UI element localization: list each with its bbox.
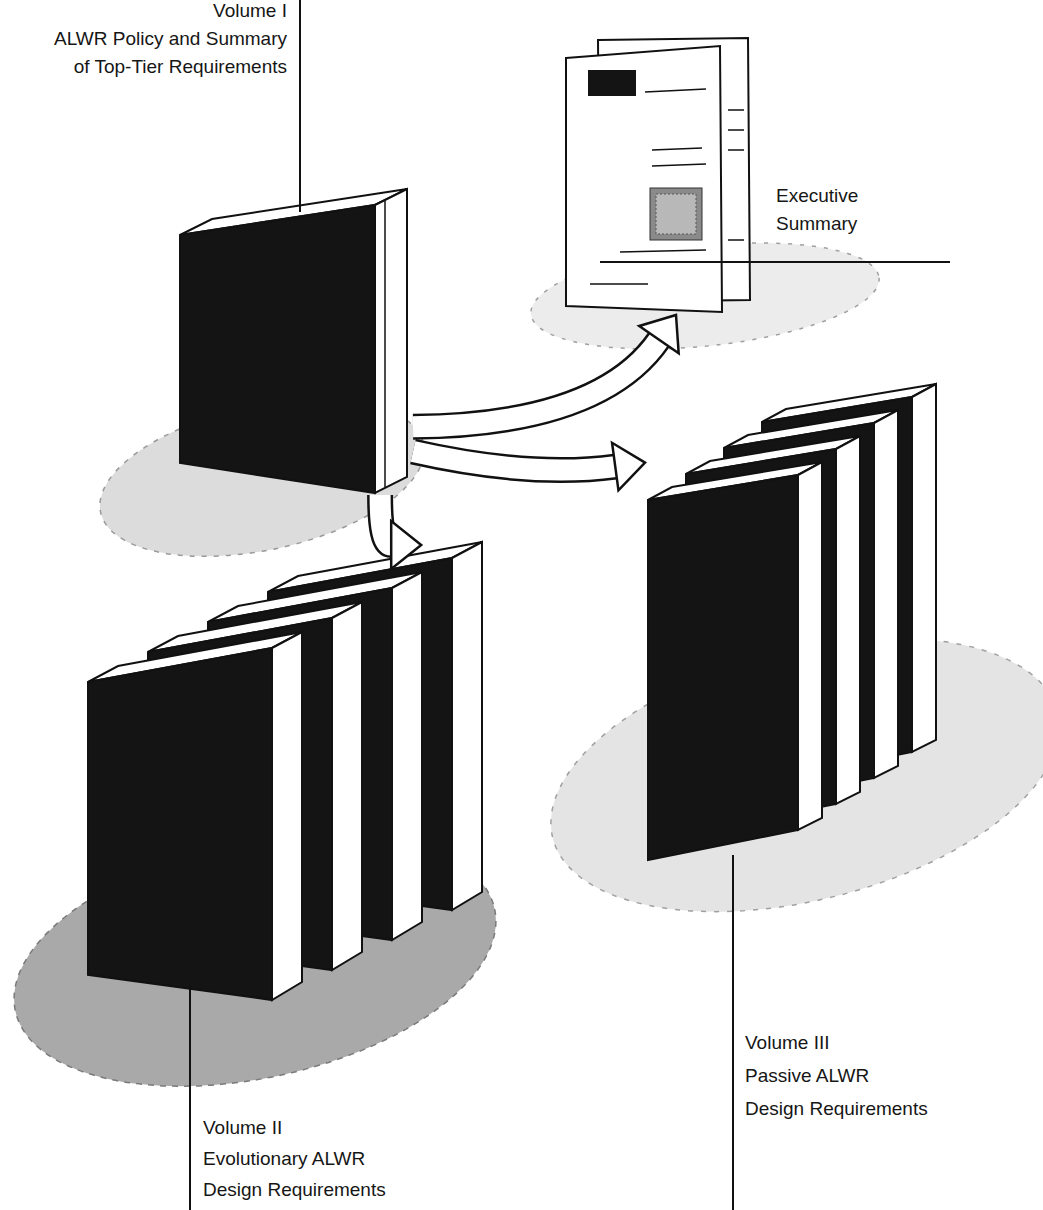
leader-line — [189, 985, 191, 1210]
volume-title: Volume II — [203, 1112, 443, 1143]
volume-description: Passive ALWR Design Requirements — [745, 1059, 932, 1125]
book-stack — [88, 542, 482, 1000]
pamphlet — [566, 38, 750, 312]
book-stack — [648, 384, 936, 860]
volume-description: ALWR Policy and Summary of Top-Tier Requ… — [42, 25, 287, 81]
book — [180, 189, 407, 493]
book-node: Volume IIEvolutionary ALWR Design Requir… — [85, 545, 495, 1005]
flow-arrow — [413, 443, 645, 491]
volume-title: Volume I — [42, 0, 287, 25]
flow-arrow — [413, 315, 679, 427]
leader-line — [299, 0, 301, 212]
volume-description: Evolutionary ALWR Design Requirements — [203, 1143, 403, 1205]
volume-description: Executive Summary — [776, 182, 868, 238]
leader-line — [732, 855, 734, 1210]
book-node: Volume IIIPassive ALWR Design Requiremen… — [645, 385, 940, 870]
book-node: Executive Summary — [565, 40, 750, 315]
leader-line — [600, 261, 950, 263]
book-node: Volume IALWR Policy and Summary of Top-T… — [178, 185, 413, 495]
volume-title: Volume III — [745, 1026, 985, 1059]
flow-arrow — [380, 495, 421, 569]
